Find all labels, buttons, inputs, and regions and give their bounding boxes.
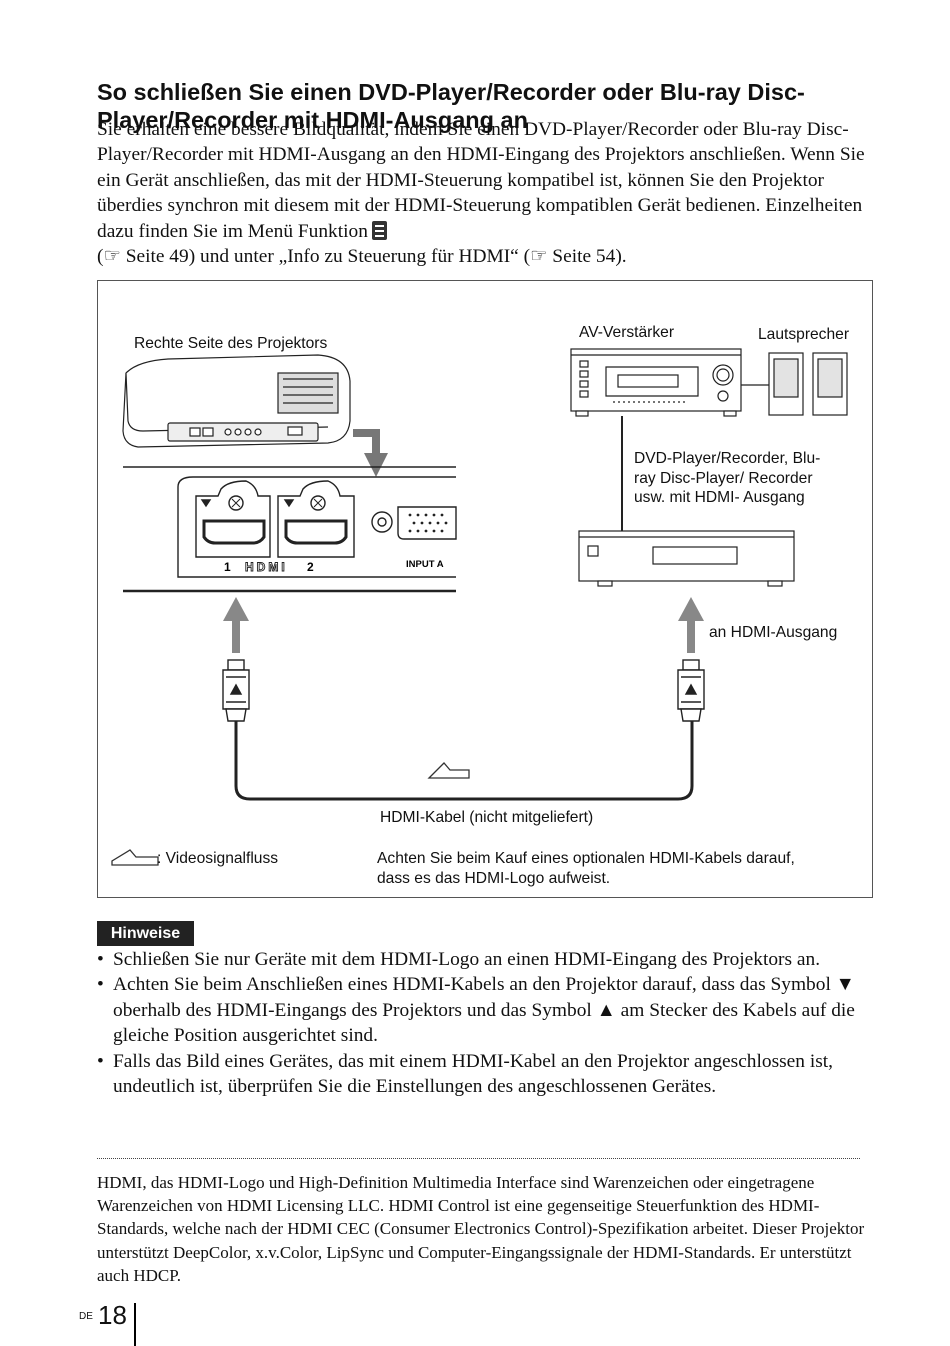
input-a-label: INPUT A xyxy=(406,559,444,570)
hdmi-cable xyxy=(234,721,694,801)
zoom-arrow xyxy=(353,429,380,457)
signal-flow-marker xyxy=(427,762,470,779)
hdmi-logo: HDMI xyxy=(245,560,288,574)
intro-text-part1: Sie erhalten eine bessere Bildqualität, … xyxy=(97,119,865,242)
connection-diagram: 1 2 HDMI INPUT A xyxy=(97,280,873,898)
port-2-label: 2 xyxy=(307,560,314,574)
av-amplifier-label: AV-Verstärker xyxy=(579,324,675,341)
language-code: DE xyxy=(79,1311,93,1322)
intro-text-part2: (☞ Seite 49) und unter „Info zu Steuerun… xyxy=(97,246,627,268)
projector-illustration xyxy=(122,354,351,448)
purchase-note: Achten Sie beim Kauf eines optionalen HD… xyxy=(377,850,795,887)
hdmi-output-label: an HDMI-Ausgang xyxy=(709,624,838,641)
dvd-player-illustration xyxy=(578,530,795,587)
page-number: 18 xyxy=(98,1300,127,1330)
speaker-label: Lautsprecher xyxy=(758,326,850,343)
hdmi-plug-right xyxy=(677,659,705,722)
trademark-notice: HDMI, das HDMI-Logo und High-Definition … xyxy=(97,1173,865,1285)
speakers-illustration xyxy=(741,352,848,416)
notes-list: Schließen Sie nur Geräte mit dem HDMI-Lo… xyxy=(97,947,877,1099)
av-amplifier-illustration xyxy=(570,348,742,417)
cable-label: HDMI-Kabel (nicht mitgeliefert) xyxy=(380,809,594,826)
note-item: Schließen Sie nur Geräte mit dem HDMI-Lo… xyxy=(97,947,877,973)
legend-label: : Videosignalfluss xyxy=(157,850,279,867)
dotted-separator xyxy=(97,1158,860,1159)
function-menu-icon xyxy=(371,220,387,240)
projector-side-label: Rechte Seite des Projektors xyxy=(134,335,328,352)
note-item: Falls das Bild eines Gerätes, das mit ei… xyxy=(97,1049,877,1100)
port-1-label: 1 xyxy=(224,560,231,574)
hdmi-plug-left xyxy=(222,659,250,722)
projector-panel-enlarged xyxy=(123,466,457,593)
vga-pins xyxy=(408,513,448,533)
note-item: Achten Sie beim Anschließen eines HDMI-K… xyxy=(97,972,877,1048)
footer-divider xyxy=(134,1303,136,1346)
notes-badge: Hinweise xyxy=(97,921,194,946)
player-label: DVD-Player/Recorder, Blu-ray Disc-Player… xyxy=(634,450,821,506)
intro-paragraph: Sie erhalten eine bessere Bildqualität, … xyxy=(97,117,867,269)
legend-flow-icon xyxy=(111,849,159,866)
section-title: So schließen Sie einen DVD-Player/Record… xyxy=(97,78,805,133)
diagram-drawing: 1 2 HDMI INPUT A xyxy=(111,348,848,866)
